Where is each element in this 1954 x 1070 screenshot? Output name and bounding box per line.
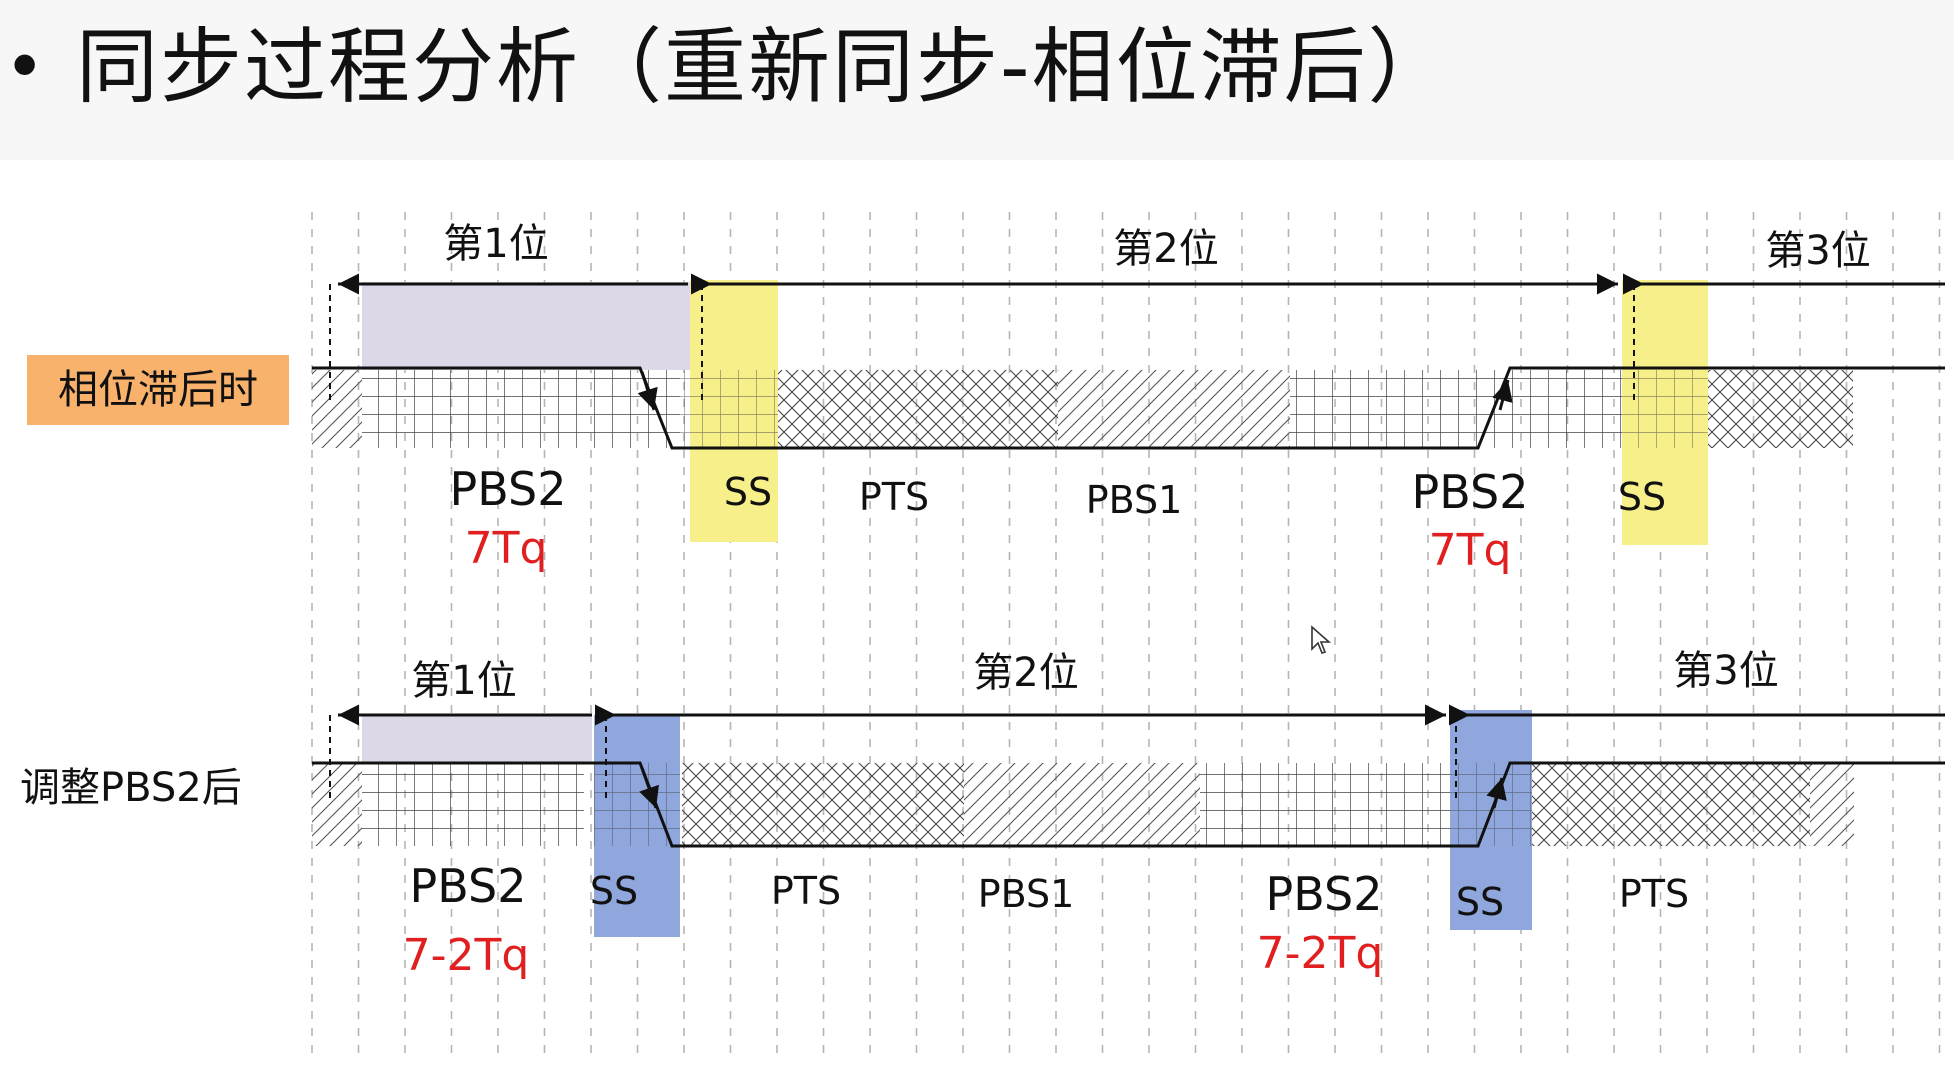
pattern-ss: [680, 370, 778, 448]
segment-label: SS: [590, 869, 638, 913]
title-bullet: •: [4, 26, 46, 108]
segment-label: PBS1: [1086, 478, 1183, 522]
row-phase-lag: 第1位 第2位 第3位 PBS2 7Tq SS PTS PBS1 PBS2 7T…: [312, 221, 1945, 576]
pattern-ss: [1622, 370, 1708, 448]
segment-label: PTS: [1619, 872, 1689, 916]
edge-arrow: [639, 767, 659, 809]
segment-label: PBS2: [450, 462, 567, 516]
row-adjusted: 第1位 第2位 第3位 PBS2 7-2Tq SS PTS PBS1 PBS2 …: [312, 648, 1945, 981]
segment-sub: 7-2Tq: [1257, 928, 1384, 979]
bit-label: 第2位: [1113, 226, 1218, 272]
segment-label: PTS: [771, 869, 841, 913]
pattern-pbs1: [1058, 370, 1290, 448]
segment-sub: 7Tq: [465, 523, 548, 574]
pattern-pts: [1532, 763, 1810, 846]
pattern-ss: [1450, 763, 1532, 846]
bit-label: 第1位: [411, 658, 516, 704]
segment-label: PBS2: [410, 859, 527, 913]
mouse-pointer-icon: [1311, 625, 1332, 654]
row-label-phase-lag: 相位滞后时: [27, 355, 289, 425]
bit-label: 第3位: [1765, 228, 1870, 274]
segment-sub: 7Tq: [1429, 525, 1512, 576]
pattern-pbs2: [362, 370, 680, 448]
pattern-pbs2: [1200, 763, 1450, 846]
pattern-edge: [312, 763, 362, 846]
pattern-pbs1: [1810, 763, 1854, 846]
row-label-adjusted: 调整PBS2后: [20, 765, 242, 811]
pattern-pbs2: [1290, 370, 1622, 448]
edge-arrow: [1492, 379, 1513, 411]
segment-label: PTS: [859, 475, 929, 519]
highlight-bit1: [362, 715, 592, 763]
pattern-pbs1: [964, 763, 1200, 846]
bit-label: 第2位: [973, 650, 1078, 696]
pattern-pts: [1708, 370, 1853, 448]
segment-label: PBS1: [978, 872, 1075, 916]
signal-waveform: [312, 366, 1945, 450]
segment-sub: 7-2Tq: [403, 930, 530, 981]
bit-label: 第3位: [1673, 648, 1778, 694]
highlight-bit1: [362, 282, 690, 370]
slide-title: 同步过程分析（重新同步-相位滞后）: [76, 20, 1452, 115]
segment-label: SS: [1456, 880, 1504, 924]
segment-label: SS: [1618, 475, 1666, 519]
segment-label: SS: [724, 470, 772, 514]
segment-label: PBS2: [1412, 465, 1529, 519]
edge-arrow: [1486, 777, 1507, 809]
pattern-pts: [682, 763, 964, 846]
pattern-pbs2: [362, 763, 584, 846]
title-bar: • 同步过程分析（重新同步-相位滞后）: [0, 0, 1954, 160]
segment-label: PBS2: [1266, 867, 1383, 921]
bit-label: 第1位: [443, 221, 548, 267]
pattern-pts: [778, 370, 1058, 448]
signal-waveform: [312, 761, 1945, 848]
pattern-edge: [312, 370, 362, 448]
edge-arrow: [637, 371, 658, 411]
